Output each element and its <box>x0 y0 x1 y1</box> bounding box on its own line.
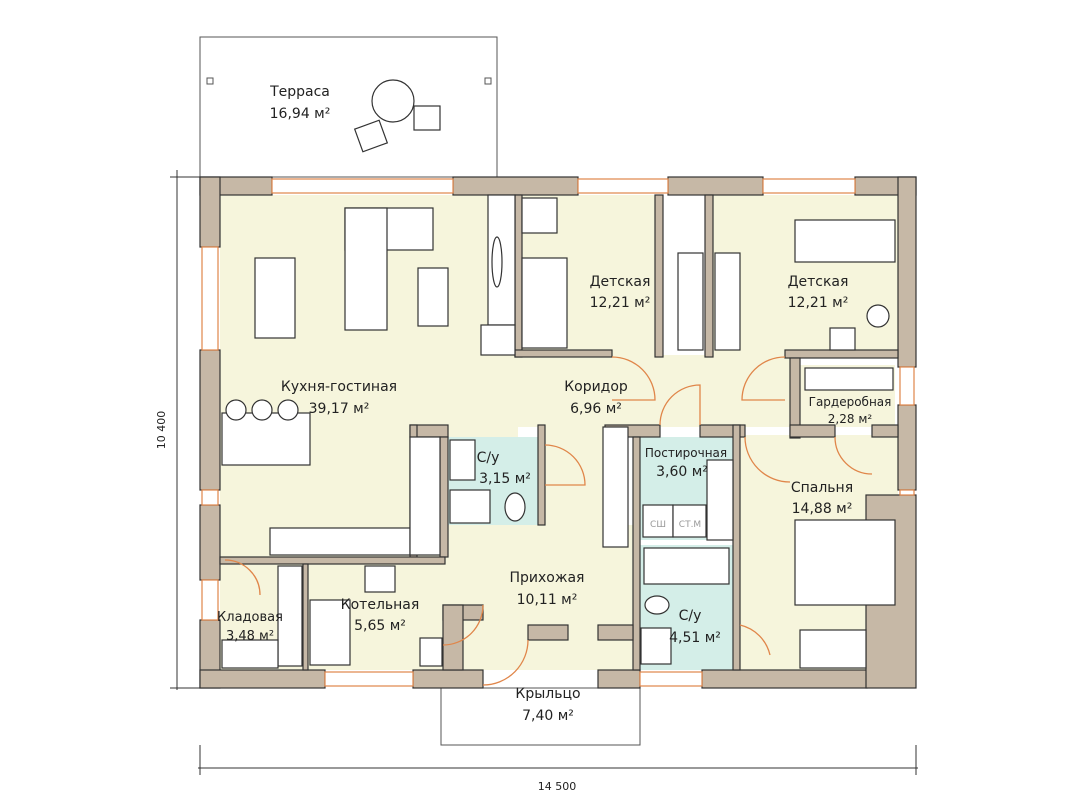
corridor-name: Коридор <box>564 379 628 395</box>
bedroom-area: 14,88 м² <box>792 501 853 517</box>
furniture <box>221 194 896 669</box>
terrace-name: Терраса <box>269 84 330 100</box>
terrace-table <box>371 79 415 123</box>
wc1-area: 3,15 м² <box>479 471 531 487</box>
dryer-label: СШ <box>650 520 666 530</box>
corridor-area: 6,96 м² <box>570 401 622 417</box>
terrace-area: 16,94 м² <box>270 106 331 122</box>
storage-name: Кладовая <box>217 610 283 625</box>
wardrobe-closet <box>677 252 704 351</box>
laundry-name: Постирочная <box>645 446 727 460</box>
boiler-name: Котельная <box>341 597 420 613</box>
bathtub <box>643 547 730 585</box>
kitchen-living-name: Кухня-гостиная <box>281 379 397 395</box>
porch-name: Крыльцо <box>515 686 580 702</box>
wardrobe-area: 2,28 м² <box>828 412 873 426</box>
coffee-table <box>417 267 449 327</box>
kids2-name: Детская <box>788 274 849 290</box>
double-bed <box>794 519 896 606</box>
wc1-name: С/у <box>477 450 500 466</box>
windows <box>201 178 915 687</box>
height-dimension: 10 400 <box>155 411 168 450</box>
kitchen-counter <box>269 527 411 556</box>
hall-name: Прихожая <box>510 570 585 586</box>
bed <box>521 257 568 349</box>
boiler-area: 5,65 м² <box>354 618 406 634</box>
doors <box>224 356 873 686</box>
kitchen-island <box>221 412 311 466</box>
hall-area: 10,11 м² <box>517 592 578 608</box>
bed <box>794 219 896 263</box>
porch-area: 7,40 м² <box>522 708 574 724</box>
washer-label: СТ.М <box>679 520 701 530</box>
terrace-outline <box>199 36 498 178</box>
kids1-name: Детская <box>590 274 651 290</box>
storage-area: 3,48 м² <box>226 629 274 644</box>
wardrobe-name: Гардеробная <box>809 395 892 409</box>
wc2-name: С/у <box>679 608 702 624</box>
dimension-lines <box>170 170 918 775</box>
width-dimension: 14 500 <box>538 780 577 793</box>
room-labels: Терраса 16,94 м² Кухня-гостиная 39,17 м²… <box>217 84 891 724</box>
kids2-area: 12,21 м² <box>788 295 849 311</box>
kids1-area: 12,21 м² <box>590 295 651 311</box>
wc2-area: 4,51 м² <box>669 630 721 646</box>
dining-table <box>254 257 296 339</box>
terrace-chair <box>353 119 389 153</box>
terrace-chair <box>413 105 441 131</box>
bedroom-name: Спальня <box>791 480 853 496</box>
laundry-area: 3,60 м² <box>656 464 708 480</box>
walls <box>199 176 917 689</box>
kitchen-living-area: 39,17 м² <box>309 401 370 417</box>
porch-outline <box>440 687 641 746</box>
